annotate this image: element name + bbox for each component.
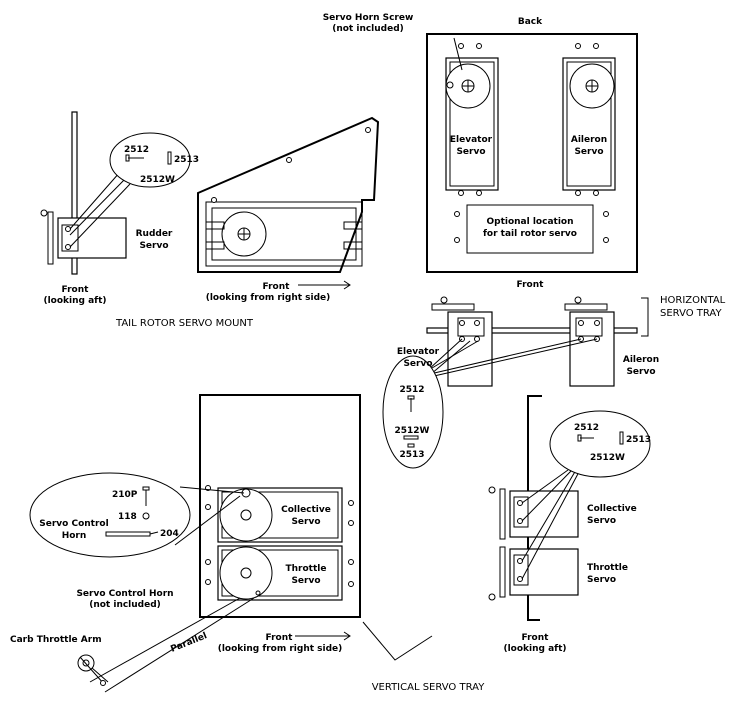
aileron-servo-side-label-2: Servo <box>626 367 655 377</box>
part-2512-tail: 2512 <box>124 145 149 155</box>
part-2512w-vertical: 2512W <box>590 453 625 463</box>
front-right-side-label-2: (looking from right side) <box>206 293 331 303</box>
vertical-tray-title: VERTICAL SERVO TRAY <box>372 682 486 693</box>
servo-horn-screw-label: Servo Horn Screw <box>323 13 414 23</box>
elevator-servo-side-label: Elevator <box>397 347 440 357</box>
aileron-servo-top-label-2: Servo <box>574 147 603 157</box>
tail-rotor-mount <box>40 111 380 290</box>
tail-rotor-mount-title: TAIL ROTOR SERVO MOUNT <box>115 318 254 329</box>
part-2512w-tail: 2512W <box>140 175 175 185</box>
part-2512w-horizontal: 2512W <box>395 426 430 436</box>
part-204: 204 <box>160 529 179 539</box>
vertical-tray-aft-view <box>488 395 651 621</box>
labels: Servo Horn Screw (not included) Back Ele… <box>10 13 726 693</box>
collective-servo-label-2: Servo <box>291 517 320 527</box>
elevator-servo-top-label-2: Servo <box>456 147 485 157</box>
front-label-top: Front <box>517 280 545 290</box>
servo-control-horn-note: Servo Control Horn <box>76 589 173 599</box>
horizontal-tray-title-2: SERVO TRAY <box>660 308 722 319</box>
horizontal-tray-side-view <box>382 296 649 469</box>
aileron-servo-top <box>562 43 616 196</box>
front-right-side-b-label-2: (looking from right side) <box>218 644 343 654</box>
rudder-servo-label-2: Servo <box>139 241 168 251</box>
horizontal-tray-title: HORIZONTAL <box>660 295 726 306</box>
servo-control-horn-note-2: (not included) <box>89 600 161 610</box>
part-2513-horizontal: 2513 <box>399 450 424 460</box>
part-118: 118 <box>118 512 137 522</box>
back-label: Back <box>518 17 543 27</box>
servo-control-horn-label-2: Horn <box>62 531 87 541</box>
optional-location-label: Optional location <box>486 217 573 227</box>
servo-horn-screw-note: (not included) <box>332 24 404 34</box>
front-right-side-label: Front <box>263 282 291 292</box>
part-210p: 210P <box>112 490 138 500</box>
collective-servo-side-label-2: Servo <box>587 516 616 526</box>
elevator-servo-top-label: Elevator <box>450 135 493 145</box>
elevator-servo-side-label-2: Servo <box>403 359 432 369</box>
rudder-servo-label: Rudder <box>136 229 173 239</box>
throttle-servo-label: Throttle <box>286 564 327 574</box>
servo-control-horn-label: Servo Control <box>39 519 108 529</box>
aileron-servo-side-label: Aileron <box>623 355 659 365</box>
part-2512-horizontal: 2512 <box>399 385 424 395</box>
optional-location-label-2: for tail rotor servo <box>483 229 577 239</box>
part-2513-vertical: 2513 <box>626 435 651 445</box>
horizontal-tray-top-view <box>426 33 638 273</box>
front-right-side-b-label: Front <box>266 633 294 643</box>
throttle-servo-side-label: Throttle <box>587 563 628 573</box>
elevator-servo-top <box>445 43 499 196</box>
collective-servo-label: Collective <box>281 505 331 515</box>
front-looking-aft-label-2: (looking aft) <box>43 296 106 306</box>
vertical-tray-side-view <box>29 394 433 693</box>
part-2513-tail: 2513 <box>174 155 199 165</box>
throttle-servo-side-label-2: Servo <box>587 575 616 585</box>
front-looking-aft-b-label: Front <box>522 633 550 643</box>
front-looking-aft-label: Front <box>62 285 90 295</box>
throttle-servo-label-2: Servo <box>291 576 320 586</box>
front-looking-aft-b-label-2: (looking aft) <box>503 644 566 654</box>
collective-servo-side-label: Collective <box>587 504 637 514</box>
carb-throttle-arm-label: Carb Throttle Arm <box>10 635 102 645</box>
aileron-servo-top-label: Aileron <box>571 135 607 145</box>
part-2512-vertical: 2512 <box>574 423 599 433</box>
